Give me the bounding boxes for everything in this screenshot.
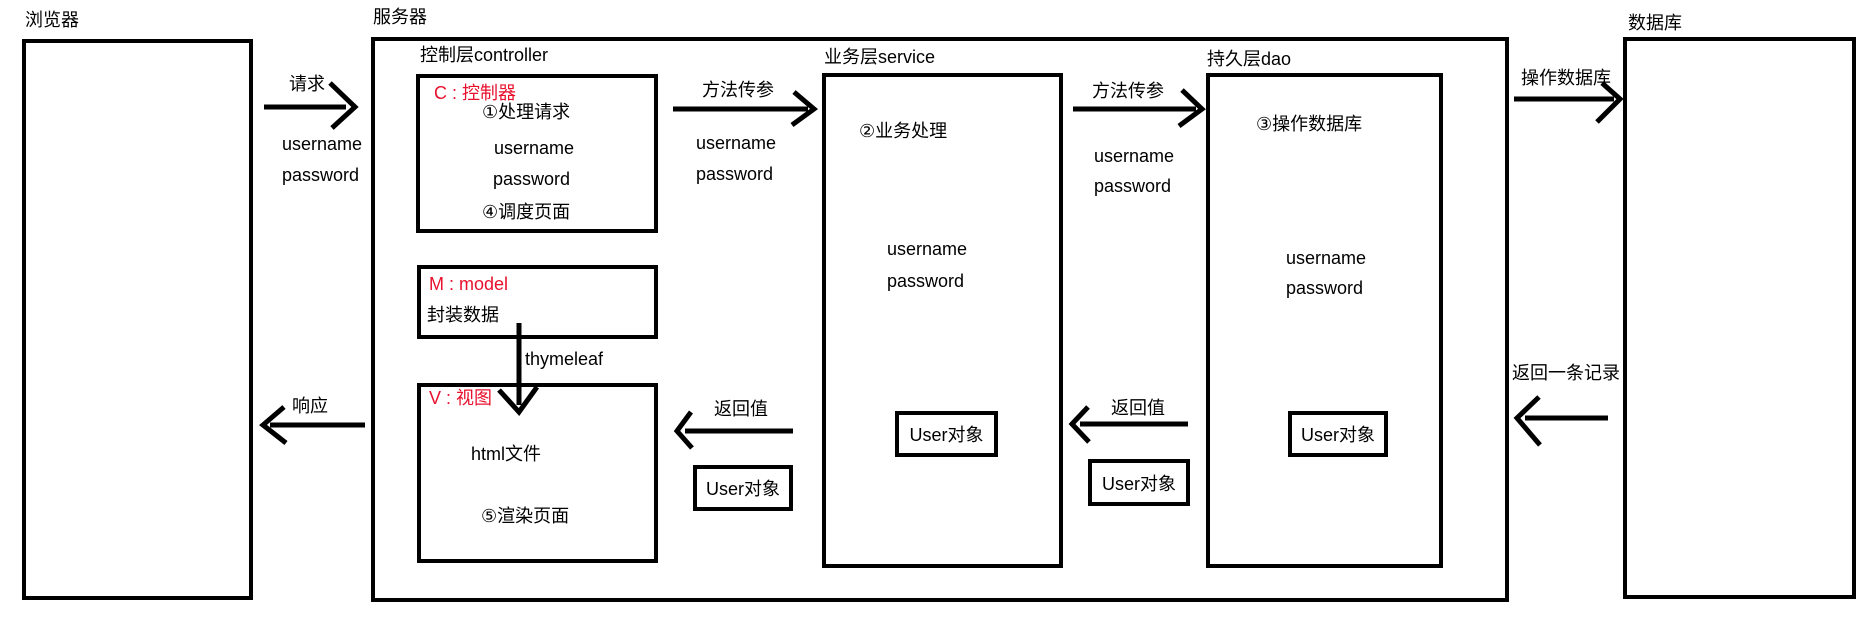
controller-box (416, 74, 658, 233)
operate-database-arrow (1514, 81, 1624, 124)
model-role-title: M : model (429, 274, 509, 294)
dao-username: username (1286, 248, 1367, 268)
dao-layer-label: 持久层dao (1207, 49, 1292, 69)
service-password: password (887, 271, 965, 291)
method-params-2-label: 方法传参 (1092, 81, 1164, 101)
method-params-1-username: username (696, 133, 777, 153)
database-box (1623, 37, 1856, 599)
server-box (371, 37, 1509, 602)
thymeleaf-label: thymeleaf (525, 349, 604, 369)
return-value-service-label: 返回值 (714, 399, 768, 419)
return-one-record-label: 返回一条记录 (1512, 363, 1620, 383)
view-step-render-page: ⑤渲染页面 (481, 506, 570, 526)
return-one-record-arrow (1513, 395, 1608, 447)
method-params-1-password: password (696, 164, 774, 184)
controller-step-dispatch-page: ④调度页面 (482, 202, 571, 222)
dao-password: password (1286, 278, 1364, 298)
operate-database-label: 操作数据库 (1521, 68, 1611, 88)
service-step-business: ②业务处理 (859, 121, 948, 141)
view-html-file: html文件 (471, 444, 542, 464)
browser-label: 浏览器 (25, 10, 79, 30)
request-flow-label: 请求 (289, 74, 325, 94)
view-role-title: V : 视图 (429, 388, 493, 408)
return-value-dao-label: 返回值 (1111, 398, 1165, 418)
service-username: username (887, 239, 968, 259)
dao-user-object-box: User对象 (1288, 411, 1388, 457)
dao-box (1206, 73, 1443, 568)
controller-password: password (493, 169, 571, 189)
database-label: 数据库 (1628, 13, 1682, 33)
model-box (417, 265, 658, 339)
controller-role-title: C : 控制器 (434, 83, 517, 103)
browser-box (22, 39, 253, 600)
response-flow-label: 响应 (292, 396, 328, 416)
service-box (822, 73, 1063, 568)
controller-layer-label: 控制层controller (420, 45, 549, 65)
return-user-object-box-dao: User对象 (1088, 459, 1190, 506)
service-user-object-box: User对象 (895, 411, 998, 457)
dao-step-operate-db: ③操作数据库 (1256, 114, 1363, 134)
method-params-1-label: 方法传参 (702, 80, 774, 100)
controller-username: username (494, 138, 575, 158)
method-params-2-username: username (1094, 146, 1175, 166)
request-flow-password: password (282, 165, 360, 185)
controller-step-handle-request: ①处理请求 (482, 102, 571, 122)
method-params-2-password: password (1094, 176, 1172, 196)
return-user-object-box-service: User对象 (693, 465, 793, 511)
view-box (417, 383, 658, 563)
request-flow-username: username (282, 134, 363, 154)
service-layer-label: 业务层service (824, 47, 936, 67)
server-label: 服务器 (373, 7, 427, 27)
model-description: 封装数据 (427, 305, 499, 325)
